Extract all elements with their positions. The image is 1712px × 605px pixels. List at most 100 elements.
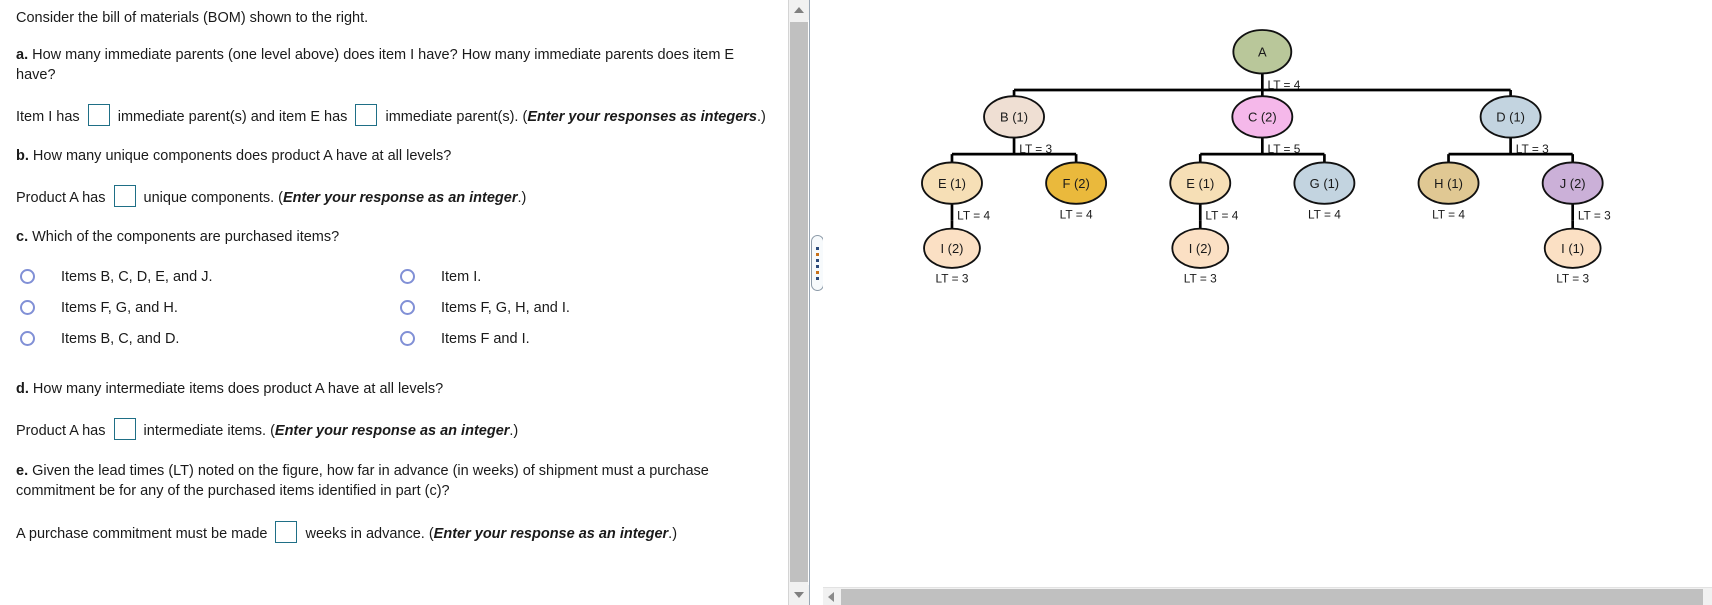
radio-icon[interactable] xyxy=(20,331,35,346)
node-label: I (2) xyxy=(1189,241,1212,256)
node-ellipse xyxy=(923,227,981,269)
radio-icon[interactable] xyxy=(20,300,35,315)
part-b-answer-pre: Product A has xyxy=(16,190,106,206)
node-label: J (2) xyxy=(1560,176,1586,191)
node-label: I (1) xyxy=(1561,241,1584,256)
part-b-letter: b. xyxy=(16,148,29,164)
part-a-letter: a. xyxy=(16,47,29,63)
part-b-prompt: b. How many unique components does produ… xyxy=(16,146,774,166)
bom-node-F: F (2) xyxy=(1045,161,1108,205)
part-c-letter: c. xyxy=(16,229,29,245)
question-pane: Consider the bill of materials (BOM) sho… xyxy=(0,0,788,605)
choice-label: Items B, C, and D. xyxy=(61,330,180,347)
part-b-input[interactable] xyxy=(113,185,136,207)
leaf-lead-time-label: LT = 4 xyxy=(1432,207,1465,221)
node-ellipse xyxy=(1232,29,1293,75)
grip-dot-icon xyxy=(816,246,819,250)
grip-dot-icon xyxy=(816,258,819,262)
grip-dot-icon xyxy=(816,252,819,256)
node-label: C (2) xyxy=(1248,110,1277,125)
node-ellipse xyxy=(1417,161,1480,205)
node-label: H (1) xyxy=(1434,176,1463,191)
bom-node-I1: I (2) xyxy=(923,227,981,269)
part-c-prompt: c. Which of the components are purchased… xyxy=(16,227,774,247)
part-e-answer-line: A purchase commitment must be made weeks… xyxy=(16,521,774,544)
part-e-hint: Enter your response as an integer xyxy=(433,526,669,542)
node-label: B (1) xyxy=(1000,110,1028,125)
horizontal-scrollbar-thumb[interactable] xyxy=(841,589,1703,605)
node-ellipse xyxy=(983,95,1045,139)
radio-icon[interactable] xyxy=(20,269,35,284)
part-a-input-2[interactable] xyxy=(355,104,378,126)
node-label: G (1) xyxy=(1310,176,1339,191)
part-d-answer-pre: Product A has xyxy=(16,423,106,439)
grip-dot-icon xyxy=(816,264,819,268)
scroll-up-button[interactable] xyxy=(789,0,809,20)
bom-nodes: AB (1)C (2)D (1)E (1)F (2)E (1)G (1)H (1… xyxy=(921,29,1604,269)
bom-node-E2: E (1) xyxy=(1169,161,1232,205)
leaf-lead-time-label: LT = 3 xyxy=(1184,271,1217,285)
part-d-input[interactable] xyxy=(113,418,136,440)
choice-label: Items F, G, and H. xyxy=(61,299,178,316)
pane-splitter[interactable] xyxy=(809,0,824,605)
node-label: E (1) xyxy=(1186,176,1214,191)
part-e-answer-pre: A purchase commitment must be made xyxy=(16,526,268,542)
part-b-answer-line: Product A has unique components. (Enter … xyxy=(16,185,774,208)
part-e-answer-post: weeks in advance. ( xyxy=(305,526,434,542)
part-e-letter: e. xyxy=(16,463,29,479)
answer-choices: Items B, C, D, E, and J. Items F, G, and… xyxy=(16,261,766,361)
edge-lead-time-label: LT = 3 xyxy=(1578,208,1611,222)
scroll-left-button[interactable] xyxy=(823,588,839,605)
part-d-hint-tail: .) xyxy=(509,423,519,439)
leaf-lead-time-label: LT = 4 xyxy=(1060,207,1093,221)
node-label: I (2) xyxy=(940,241,963,256)
part-a-input-1[interactable] xyxy=(87,104,110,126)
triangle-left-icon xyxy=(828,592,834,602)
node-ellipse xyxy=(1479,95,1542,139)
intro-text: Consider the bill of materials (BOM) sho… xyxy=(16,10,369,26)
grip-dot-icon xyxy=(816,276,819,280)
part-e-hint-tail: .) xyxy=(668,526,678,542)
node-ellipse xyxy=(921,161,983,205)
radio-icon[interactable] xyxy=(400,331,415,346)
part-c-question: Which of the components are purchased it… xyxy=(32,229,340,245)
bom-node-D: D (1) xyxy=(1479,95,1542,139)
edge-lead-time-label: LT = 4 xyxy=(957,208,990,222)
edge-lead-time-label: LT = 3 xyxy=(1019,142,1052,156)
part-d-answer-post: intermediate items. ( xyxy=(143,423,275,439)
scroll-down-button[interactable] xyxy=(789,585,809,605)
node-label: D (1) xyxy=(1496,110,1525,125)
part-a-prompt: a. How many immediate parents (one level… xyxy=(16,45,774,85)
bom-node-H: H (1) xyxy=(1417,161,1480,205)
part-e-prompt: e. Given the lead times (LT) noted on th… xyxy=(16,461,774,501)
part-a-hint-tail: .) xyxy=(756,109,766,125)
node-ellipse xyxy=(1541,161,1604,205)
choice-label: Items F, G, H, and I. xyxy=(441,299,570,316)
choice-option-2[interactable]: Items F, G, and H. xyxy=(20,292,213,323)
choice-option-3[interactable]: Items B, C, and D. xyxy=(20,323,213,354)
horizontal-scrollbar[interactable] xyxy=(823,587,1712,605)
node-label: F (2) xyxy=(1062,176,1089,191)
choice-option-4[interactable]: Item I. xyxy=(400,261,570,292)
vertical-scrollbar-thumb[interactable] xyxy=(790,22,808,582)
part-e-input[interactable] xyxy=(275,521,298,543)
choice-option-6[interactable]: Items F and I. xyxy=(400,323,570,354)
bom-node-B: B (1) xyxy=(983,95,1045,139)
part-a-answer-pre: Item I has xyxy=(16,109,80,125)
choice-option-1[interactable]: Items B, C, D, E, and J. xyxy=(20,261,213,292)
node-label: A xyxy=(1258,44,1267,59)
part-a-answer-post: immediate parent(s). ( xyxy=(385,109,528,125)
part-d-hint: Enter your response as an integer xyxy=(274,423,510,439)
radio-icon[interactable] xyxy=(400,269,415,284)
radio-icon[interactable] xyxy=(400,300,415,315)
choice-label: Item I. xyxy=(441,268,482,285)
part-e-question: Given the lead times (LT) noted on the f… xyxy=(16,463,709,499)
part-b-hint-tail: .) xyxy=(517,190,527,206)
choice-label: Items B, C, D, E, and J. xyxy=(61,268,213,285)
part-a-answer-mid: immediate parent(s) and item E has xyxy=(117,109,348,125)
bom-node-C: C (2) xyxy=(1231,95,1294,139)
choice-option-5[interactable]: Items F, G, H, and I. xyxy=(400,292,570,323)
vertical-scrollbar[interactable] xyxy=(788,0,809,605)
